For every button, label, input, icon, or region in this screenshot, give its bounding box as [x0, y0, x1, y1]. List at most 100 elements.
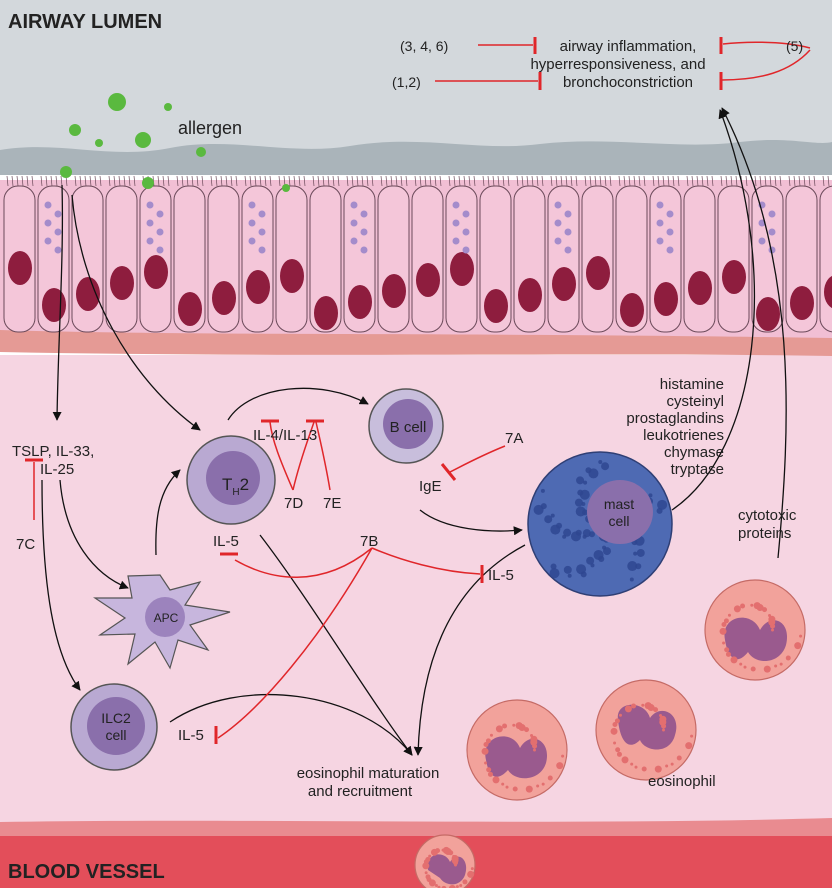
epithelial-cell	[615, 175, 648, 333]
th2-label: TH2	[222, 475, 249, 498]
arrow-allergen-to-th2	[71, 194, 201, 431]
mediator-item: prostaglandins	[626, 410, 724, 427]
ilc2-cell-nucleus	[87, 697, 145, 755]
epithelial-nucleus	[518, 278, 542, 312]
epithelial-cell	[71, 175, 104, 333]
epithelial-cell	[717, 175, 750, 333]
il5-ilc2-label: IL-5	[178, 727, 204, 744]
epithelial-cell	[275, 175, 308, 333]
inhibit-7e-il13	[315, 421, 331, 491]
alarmins-line1: TSLP, IL-33,	[12, 443, 94, 460]
epithelial-cell	[751, 175, 784, 333]
eosinophil-label: eosinophil	[648, 773, 716, 790]
inhibition-lines	[25, 37, 811, 744]
arrow-mediators-to-outcome	[671, 109, 755, 511]
mast-cell-label-2: cell	[608, 513, 629, 529]
mucus-layer	[0, 140, 832, 175]
epithelial-cell	[513, 175, 546, 333]
eosinophil-nucleus	[724, 617, 788, 662]
mediator-list: histamine cysteinyl prostaglandins leuko…	[626, 376, 724, 478]
epithelial-cell	[819, 175, 832, 333]
mediator-item: tryptase	[671, 461, 724, 478]
mast-cell-label-1: mast	[604, 496, 634, 512]
outcome-line1: airway inflammation,	[560, 38, 697, 55]
inhibit-5-upper	[722, 41, 811, 49]
epithelial-cell	[139, 175, 172, 333]
il5-th2-label: IL-5	[213, 533, 239, 550]
allergen-label: allergen	[178, 118, 242, 138]
cytotoxic-label-2: proteins	[738, 525, 791, 542]
epithelial-cell	[207, 175, 240, 333]
blood-vessel-wall	[0, 818, 832, 840]
label-7a: 7A	[505, 430, 523, 447]
epithelial-nucleus	[756, 297, 780, 331]
epithelial-cell	[241, 175, 274, 333]
epithelial-cell	[411, 175, 444, 333]
inhibit-7b-th2	[234, 547, 373, 578]
epithelial-cells	[3, 175, 832, 333]
arrow-epithelium-to-alarmins	[52, 184, 64, 421]
allergen-particle	[69, 124, 81, 136]
apc-cell	[93, 574, 231, 670]
eosinophil-granules	[422, 602, 803, 888]
eosinophil-nucleus	[485, 736, 548, 779]
arrow-alarmins-to-ilc2	[41, 479, 81, 691]
cytotoxic-label-1: cytotoxic	[738, 507, 797, 524]
epithelial-nucleus	[42, 288, 66, 322]
epithelial-nucleus	[280, 259, 304, 293]
mast-cell	[527, 451, 673, 597]
epithelial-nucleus	[212, 281, 236, 315]
inhibit-7b-mast	[371, 547, 481, 575]
eosinophil-maturation-1: eosinophil maturation	[297, 765, 440, 782]
mast-cell-nucleus	[587, 480, 653, 544]
inhibit-7d-il4	[269, 421, 294, 491]
apc-cell-nucleus	[145, 597, 185, 637]
allergen-particle	[135, 132, 151, 148]
airway-lumen-label: AIRWAY LUMEN	[8, 11, 162, 33]
epithelial-cell	[309, 175, 342, 333]
eosinophil-maturation-2: and recruitment	[308, 783, 413, 800]
epithelial-nucleus	[620, 293, 644, 327]
th2-cell	[186, 435, 276, 525]
ref-12-label: (1,2)	[392, 74, 421, 90]
epithelial-cell	[581, 175, 614, 333]
epithelial-cell	[37, 175, 70, 333]
outcome-line3: bronchoconstriction	[563, 74, 693, 91]
inhibit-5-lower	[721, 49, 811, 81]
epithelial-nucleus	[552, 267, 576, 301]
arrow-th2-to-eosinophil	[259, 534, 413, 756]
ref-346-label: (3, 4, 6)	[400, 38, 448, 54]
b-cell-nucleus	[383, 399, 433, 449]
label-7c: 7C	[16, 536, 35, 553]
epithelial-nucleus	[416, 263, 440, 297]
allergen-particle	[196, 147, 206, 157]
epithelial-nucleus	[144, 255, 168, 289]
epithelial-cell	[683, 175, 716, 333]
epithelial-nucleus	[722, 260, 746, 294]
mediator-item: leukotrienes	[643, 427, 724, 444]
il5-mast-label: IL-5	[488, 567, 514, 584]
arrow-mast-to-eosinophil	[413, 544, 526, 756]
epithelial-nucleus	[790, 286, 814, 320]
label-7d: 7D	[284, 495, 303, 512]
epithelial-nucleus	[110, 266, 134, 300]
mediator-item: histamine	[660, 376, 724, 393]
black-arrows	[41, 107, 787, 756]
epithelial-cell	[3, 175, 36, 333]
epithelial-nucleus	[654, 282, 678, 316]
epithelial-cell	[785, 175, 818, 333]
blood-vessel-label: BLOOD VESSEL	[8, 861, 165, 883]
epithelial-nucleus	[824, 275, 832, 309]
epithelial-cell	[377, 175, 410, 333]
epithelial-cell	[445, 175, 478, 333]
epithelial-cell	[343, 175, 376, 333]
epithelial-nucleus	[382, 274, 406, 308]
epithelial-nucleus	[450, 252, 474, 286]
epithelial-cell	[105, 175, 138, 333]
ige-label: IgE	[419, 478, 442, 495]
allergen-particle	[282, 184, 290, 192]
epithelial-nucleus	[484, 289, 508, 323]
epithelial-nucleus	[348, 285, 372, 319]
b-cell-label: B cell	[390, 419, 427, 436]
epithelial-nucleus	[8, 251, 32, 285]
